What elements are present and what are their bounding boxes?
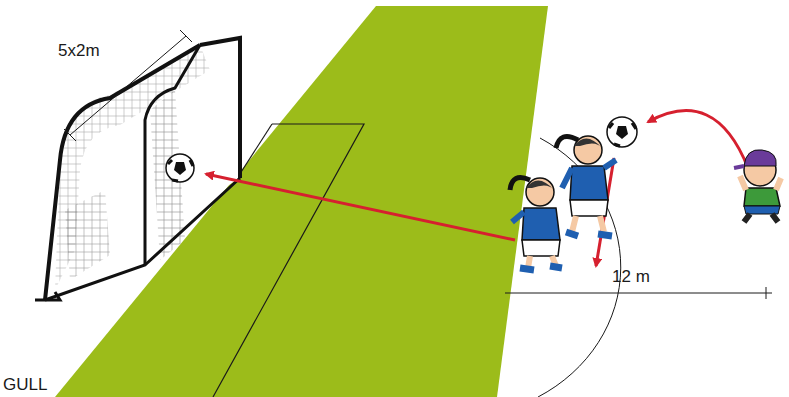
throw-arrow [648, 111, 748, 168]
ball [607, 117, 637, 147]
goal-dimension: 5x2m [58, 42, 100, 61]
player [556, 136, 616, 236]
coach [734, 150, 781, 222]
goal-caption: GULL [3, 376, 47, 395]
ball [166, 154, 194, 182]
player [510, 178, 562, 270]
radius-tick [766, 287, 767, 299]
shot-arrow [206, 174, 515, 240]
radius-dimension: 12 m [612, 268, 650, 287]
radius-line [505, 293, 772, 294]
